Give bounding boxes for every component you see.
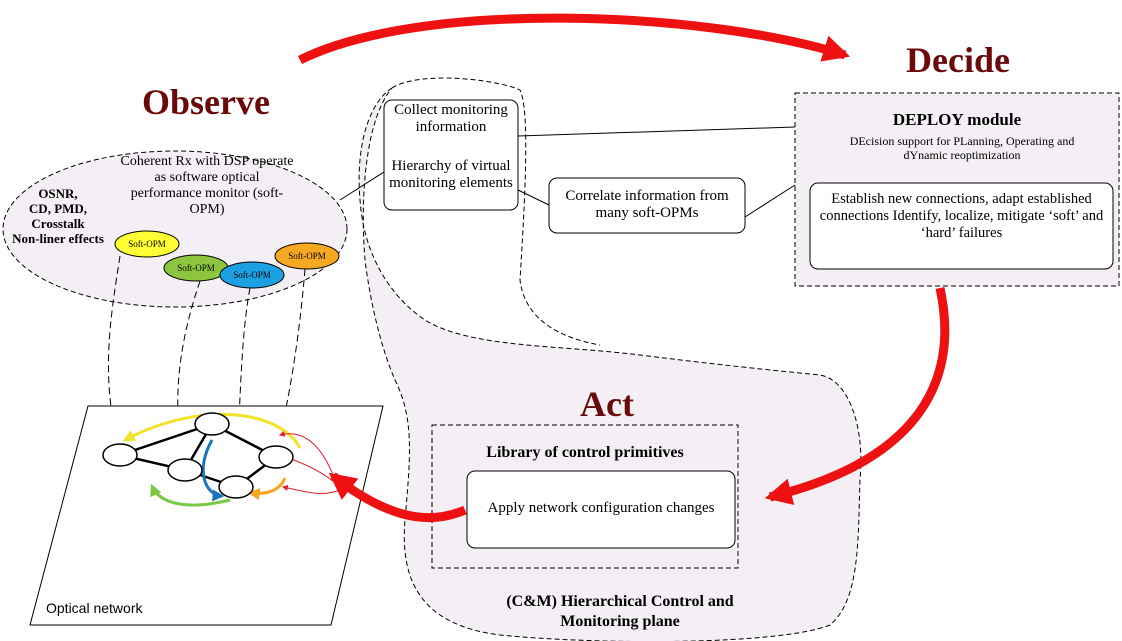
soft-opm-label: Soft-OPM — [128, 239, 166, 249]
act-title: Act — [580, 384, 634, 424]
network-node — [218, 475, 254, 499]
cm-plane-label: (C&M) Hierarchical Control and Monitorin… — [506, 593, 734, 630]
apply-box — [466, 470, 736, 549]
network-node — [258, 445, 294, 469]
decide-to-act-arrow — [764, 287, 950, 505]
correlate-box — [548, 177, 746, 234]
coherent-rx-text: Coherent Rx with DSP operate as software… — [120, 154, 294, 217]
collect-box — [383, 99, 519, 211]
optical-network-label: Optical network — [46, 600, 143, 616]
soft-opm-4 — [274, 242, 340, 270]
deploy-actions-text: Establish new connections, adapt establi… — [819, 191, 1104, 241]
impairment-item: CD, PMD, — [28, 201, 88, 216]
soft-opm-label: Soft-OPM — [177, 263, 215, 273]
impairment-item: OSNR, — [38, 186, 78, 201]
network-node — [102, 443, 138, 467]
impairments-list: OSNR, CD, PMD, Crosstalk Non-liner effec… — [8, 186, 108, 246]
optical-network-plane — [29, 405, 384, 626]
soft-opm-1 — [114, 230, 180, 258]
deploy-title: DEPLOY module — [892, 110, 1022, 129]
observe-title: Observe — [142, 82, 270, 122]
soft-opm-label: Soft-OPM — [233, 270, 271, 280]
deploy-actions-box — [809, 182, 1114, 270]
library-title: Library of control primitives — [486, 444, 684, 461]
deploy-subtitle: DEcision support for PLanning, Operating… — [849, 134, 1075, 162]
impairment-item: Crosstalk — [31, 216, 85, 231]
soft-opm-label: Soft-OPM — [288, 251, 326, 261]
act-to-network-arrow — [328, 472, 467, 523]
observe-to-decide-arrow — [297, 13, 851, 65]
impairment-item: Non-liner effects — [12, 231, 104, 246]
correlate-text: Correlate information from many soft-OPM… — [565, 188, 729, 221]
apply-text: Apply network configuration changes — [487, 500, 715, 516]
collect-text: Collect monitoring information — [394, 102, 508, 135]
decide-title: Decide — [906, 40, 1010, 80]
soft-opm-3 — [219, 261, 285, 289]
network-node — [167, 458, 203, 482]
hierarchy-text: Hierarchy of virtual monitoring elements — [389, 158, 513, 191]
network-node — [194, 412, 230, 436]
